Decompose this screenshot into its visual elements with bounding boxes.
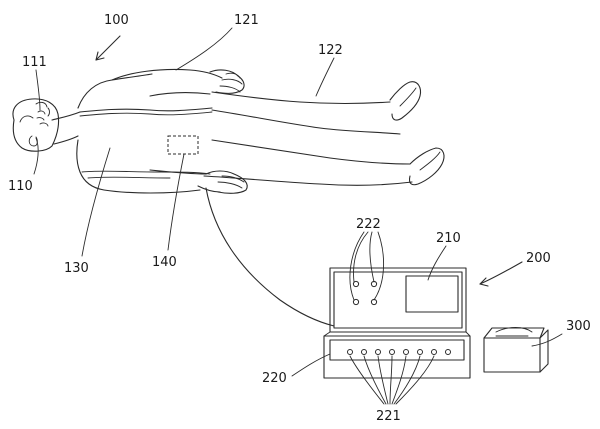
label-121: 121 xyxy=(234,13,259,28)
manikin-head xyxy=(12,98,60,152)
printer xyxy=(483,327,549,373)
label-222: 222 xyxy=(356,217,381,232)
connection-cable xyxy=(205,187,335,327)
leader-lines xyxy=(33,27,563,405)
label-221: 221 xyxy=(376,409,401,424)
manikin-upper-arm xyxy=(111,68,245,97)
manikin-neck xyxy=(51,111,81,145)
control-button xyxy=(445,349,451,355)
label-220: 220 xyxy=(262,371,287,386)
control-button xyxy=(431,349,437,355)
label-300: 300 xyxy=(566,319,591,334)
indicator-light xyxy=(352,280,360,288)
reference-numerals: 100 111 121 122 110 130 140 222 210 200 … xyxy=(8,13,591,424)
manikin-lower-arm xyxy=(149,169,248,194)
manikin xyxy=(12,68,445,327)
control-button xyxy=(417,349,423,355)
control-button xyxy=(403,349,409,355)
label-210: 210 xyxy=(436,231,461,246)
control-button xyxy=(361,349,367,355)
manikin-legs xyxy=(203,81,445,186)
label-200: 200 xyxy=(526,251,551,266)
label-130: 130 xyxy=(64,261,89,276)
control-button xyxy=(389,349,395,355)
label-140: 140 xyxy=(152,255,177,270)
chest-sensor-region xyxy=(167,135,199,155)
label-110: 110 xyxy=(8,179,33,194)
label-100: 100 xyxy=(104,13,129,28)
control-device xyxy=(323,267,471,379)
label-111: 111 xyxy=(22,55,47,70)
control-button xyxy=(375,349,381,355)
label-122: 122 xyxy=(318,43,343,58)
control-button xyxy=(347,349,353,355)
indicator-light xyxy=(352,298,360,306)
manikin-torso xyxy=(76,73,213,194)
